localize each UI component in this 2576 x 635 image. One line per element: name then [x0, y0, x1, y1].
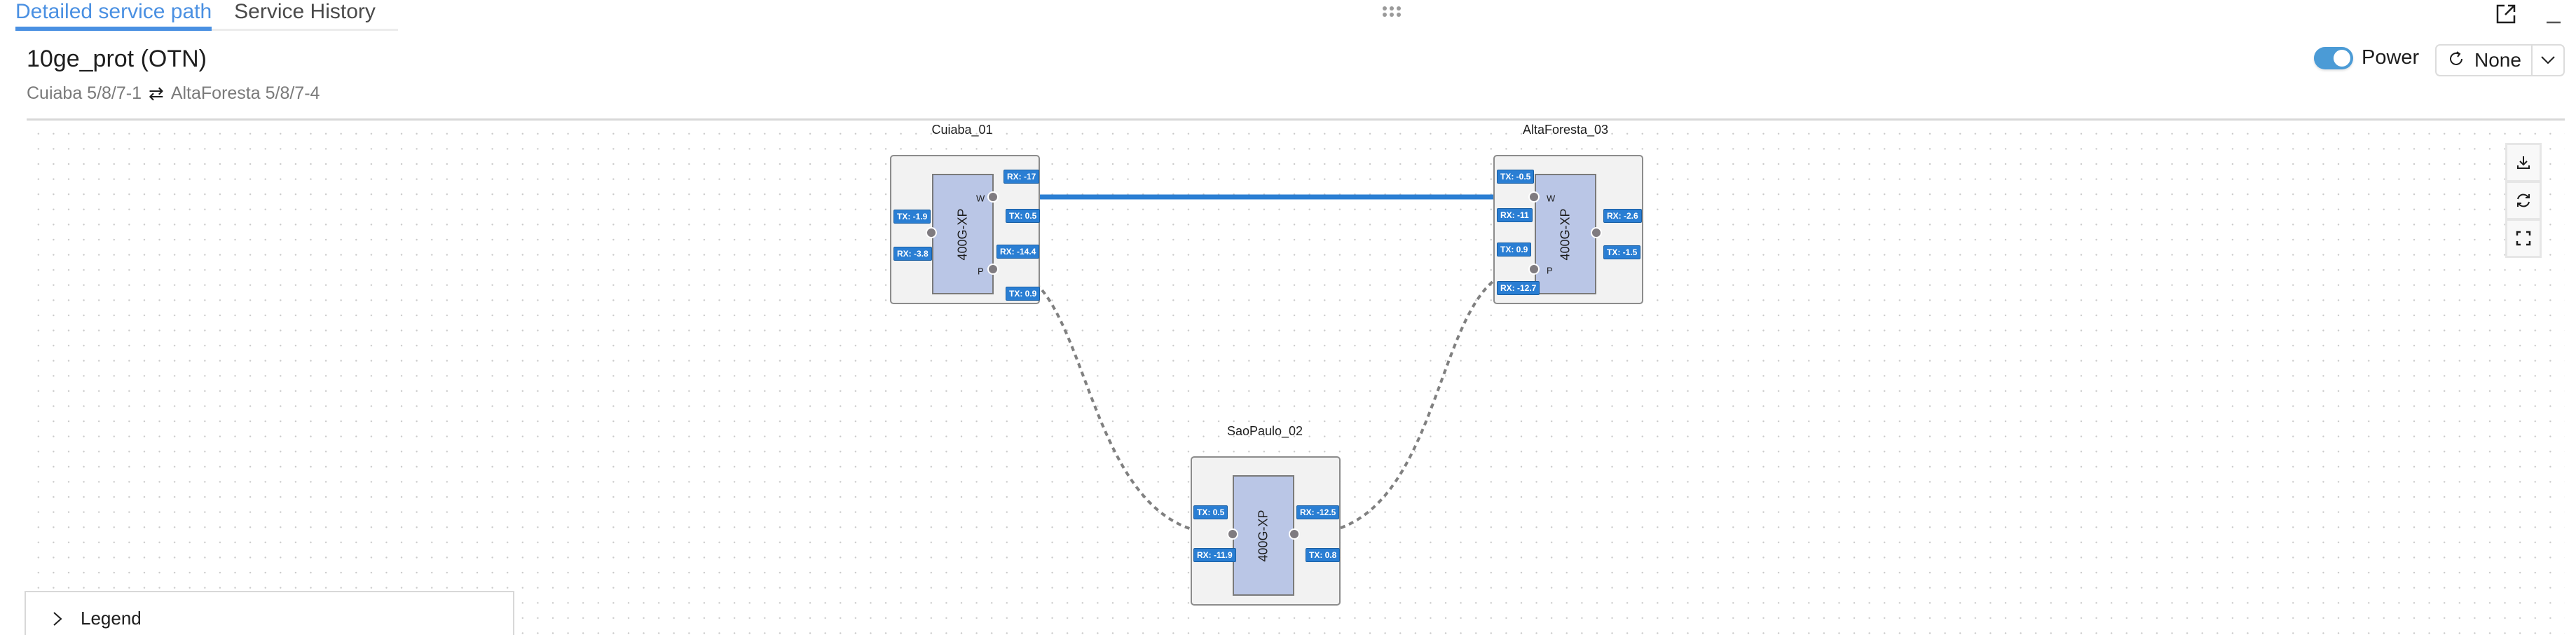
- refresh-layout-button[interactable]: [2507, 183, 2540, 218]
- badge-w-rx: RX: -11: [1497, 208, 1533, 222]
- badge-right-rx: RX: -12.5: [1296, 505, 1340, 519]
- card-model: 400G-XP: [955, 207, 970, 261]
- service-endpoints: Cuiaba 5/8/7-1 ⇄ AltaForesta 5/8/7-4: [27, 83, 320, 104]
- toggle-knob: [2334, 49, 2350, 67]
- badge-p-rx: RX: -12.7: [1497, 281, 1540, 295]
- drag-handle-icon[interactable]: [1383, 6, 1401, 17]
- port-saopaulo-right[interactable]: [1289, 528, 1300, 540]
- auto-refresh-dropdown: None: [2435, 44, 2565, 76]
- badge-client-rx: RX: -2.6: [1603, 209, 1642, 223]
- port-letter-p: P: [978, 266, 984, 277]
- badge-right-tx: TX: 0.8: [1306, 548, 1341, 562]
- service-title: 10ge_prot (OTN): [27, 46, 207, 72]
- endpoint-a: Cuiaba 5/8/7-1: [27, 83, 142, 103]
- power-label: Power: [2362, 46, 2420, 69]
- window-controls: [2495, 3, 2565, 25]
- card-400g-xp[interactable]: 400G-XP: [932, 174, 994, 294]
- bidirectional-icon: ⇄: [149, 83, 164, 104]
- minimize-icon[interactable]: [2542, 3, 2565, 25]
- canvas-toolbar: [2505, 143, 2542, 258]
- node-title: SaoPaulo_02: [1226, 424, 1303, 438]
- card-400g-xp[interactable]: 400G-XP: [1233, 475, 1294, 596]
- refresh-interval-caret[interactable]: [2531, 46, 2563, 75]
- node-saopaulo-02[interactable]: 400G-XP TX: 0.5 RX: -11.9 RX: -12.5 TX: …: [1191, 456, 1341, 606]
- port-letter-w: W: [1547, 193, 1556, 204]
- card-400g-xp[interactable]: 400G-XP: [1535, 174, 1596, 294]
- port-altaforesta-p[interactable]: [1528, 264, 1540, 275]
- node-altaforesta-03[interactable]: 400G-XP W P TX: -0.5 RX: -11 TX: 0.9 RX:…: [1493, 155, 1643, 304]
- refresh-button[interactable]: None: [2437, 46, 2531, 75]
- download-icon: [2517, 156, 2530, 169]
- chevron-right-icon: [53, 611, 62, 626]
- node-cuiaba-01[interactable]: 400G-XP W P RX: -17 TX: 0.5 RX: -14.4 TX…: [890, 155, 1041, 304]
- port-letter-w: W: [976, 193, 985, 204]
- tab-detailed-service-path[interactable]: Detailed service path: [15, 0, 212, 31]
- fit-screen-icon: [2516, 231, 2531, 246]
- badge-w-tx: TX: -0.5: [1497, 170, 1535, 184]
- port-letter-p: P: [1547, 265, 1553, 276]
- node-title: AltaForesta_03: [1522, 123, 1609, 137]
- refresh-interval-value: None: [2474, 49, 2521, 71]
- badge-client-tx: TX: -1.5: [1603, 245, 1641, 259]
- card-model: 400G-XP: [1558, 207, 1573, 261]
- legend-label: Legend: [81, 608, 142, 629]
- badge-w-rx: RX: -17: [1003, 170, 1040, 184]
- badge-left-tx: TX: 0.5: [1193, 505, 1228, 519]
- external-link-icon[interactable]: [2495, 3, 2517, 25]
- tab-service-history[interactable]: Service History: [234, 0, 376, 23]
- badge-p-tx: TX: 0.9: [1006, 287, 1041, 301]
- legend-toggle[interactable]: Legend: [53, 608, 142, 629]
- legend-panel: Legend: [25, 591, 514, 635]
- port-altaforesta-w[interactable]: [1528, 191, 1540, 203]
- badge-w-tx: TX: 0.5: [1006, 209, 1041, 223]
- chevron-down-icon: [2541, 56, 2555, 64]
- badge-client-tx: TX: -1.9: [893, 210, 931, 224]
- node-title: Cuiaba_01: [931, 123, 993, 137]
- badge-left-rx: RX: -11.9: [1193, 548, 1236, 562]
- download-button[interactable]: [2507, 145, 2540, 180]
- fit-screen-button[interactable]: [2507, 221, 2540, 256]
- refresh-layout-icon: [2517, 193, 2530, 207]
- badge-p-tx: TX: 0.9: [1497, 243, 1532, 257]
- refresh-icon: [2448, 50, 2465, 71]
- endpoint-b: AltaForesta 5/8/7-4: [170, 83, 320, 103]
- badge-client-rx: RX: -3.8: [893, 247, 932, 261]
- card-model: 400G-XP: [1256, 509, 1270, 562]
- port-cuiaba-p[interactable]: [987, 264, 999, 275]
- tab-bar: Detailed service path Service History: [15, 0, 398, 31]
- port-saopaulo-left[interactable]: [1227, 528, 1238, 540]
- power-toggle-group: Power: [2314, 46, 2419, 69]
- port-cuiaba-client[interactable]: [926, 227, 937, 238]
- port-cuiaba-w[interactable]: [987, 191, 999, 203]
- badge-p-rx: RX: -14.4: [996, 245, 1040, 259]
- port-altaforesta-client[interactable]: [1591, 227, 1602, 238]
- power-toggle[interactable]: [2314, 46, 2353, 69]
